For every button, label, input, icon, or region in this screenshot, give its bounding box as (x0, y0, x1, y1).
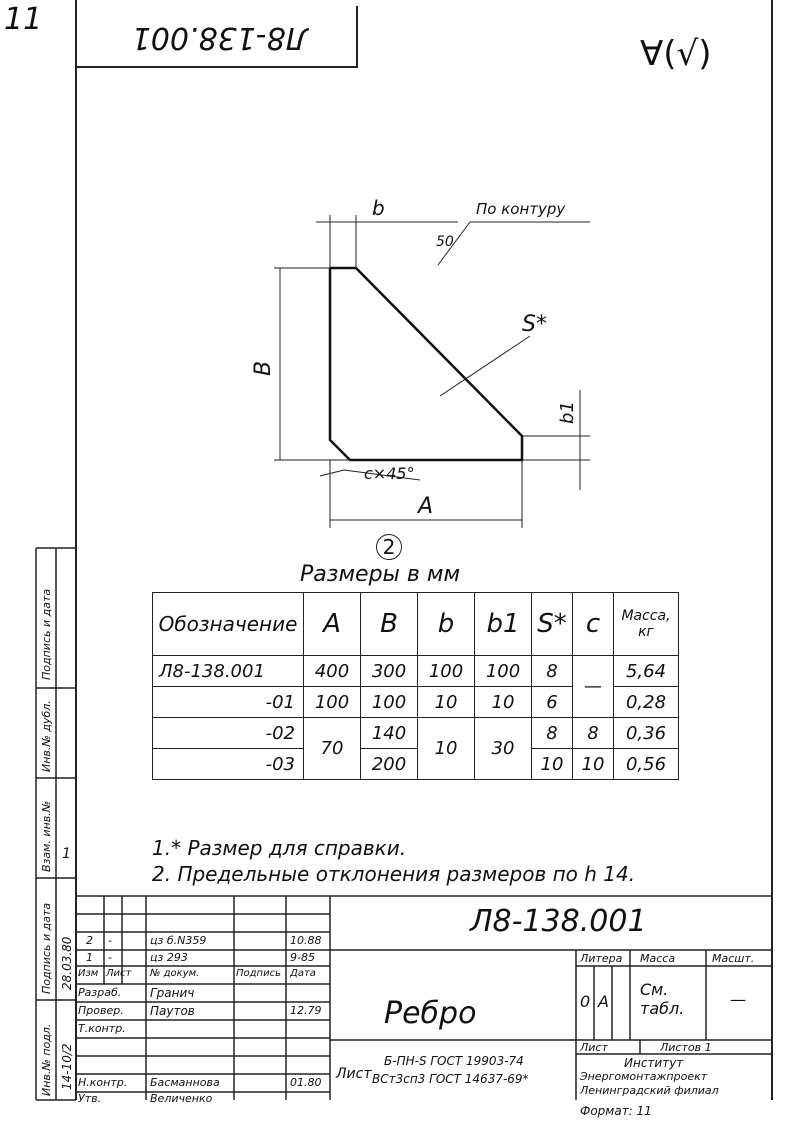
header-b: b (417, 592, 475, 656)
table-row: Л8-138.001 400 300 100 100 8 — 5,64 (152, 655, 679, 718)
format-label: Формат: 11 (580, 1104, 652, 1118)
header-mass: Масса, кг (613, 592, 679, 656)
header-c: c (572, 592, 614, 656)
weld-label: 50 (436, 234, 454, 250)
corner-mark: 11 (4, 2, 43, 37)
part-name: Ребро (384, 996, 477, 1031)
stamp-number-inverted: Л8-138.001 (131, 20, 309, 55)
roughness-symbol: ∀(√) (640, 34, 712, 74)
table-row: -02 70 140 10 30 8 8 0,36 (152, 717, 679, 780)
dim-s-label: S* (522, 312, 547, 337)
dim-b1-label: b1 (556, 401, 578, 424)
table-row: -03 200 10 10 0,56 (152, 748, 679, 780)
view-number: 2 (376, 534, 402, 560)
dim-A-label: A (418, 494, 434, 519)
stamp-box (76, 6, 358, 68)
part-outline (328, 266, 524, 462)
doc-number: Л8-138.001 (470, 904, 647, 939)
header-designation: Обозначение (152, 592, 304, 656)
header-B: B (360, 592, 418, 656)
table-caption: Размеры в мм (300, 562, 461, 587)
header-A: A (303, 592, 361, 656)
material-line-1: Б-ПН-S ГОСТ 19903-74 (384, 1054, 524, 1068)
header-s: S* (531, 592, 573, 656)
note-1: 1.* Размер для справки. (152, 836, 407, 860)
contour-label: По контуру (476, 200, 566, 218)
dimensions-table: Обозначение A B b b1 S* c Масса, кг Л8-1… (152, 592, 679, 780)
header-b1: b1 (474, 592, 532, 656)
material-line-2: ВСт3сп3 ГОСТ 14637-69* (372, 1072, 529, 1086)
dim-B-label: B (251, 360, 277, 377)
note-2: 2. Предельные отклонения размеров по h 1… (152, 862, 636, 886)
dim-chamfer-label: c×45° (364, 464, 415, 483)
dim-b-label: b (372, 196, 385, 220)
